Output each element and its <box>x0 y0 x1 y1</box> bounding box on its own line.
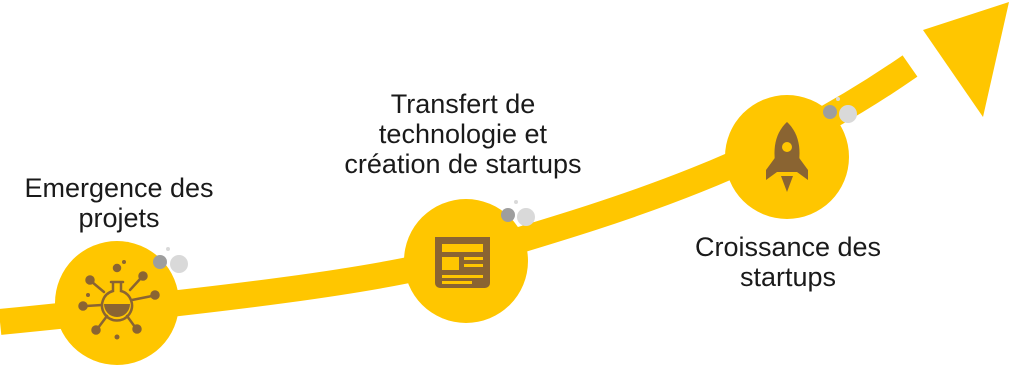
step-2-bubble-tiny <box>514 200 518 204</box>
step-1-bubble-tiny <box>166 247 170 251</box>
step-2-bubble-light <box>517 208 535 226</box>
arrow-head <box>923 2 1009 117</box>
step-2-node <box>404 199 535 323</box>
step-1-label-line-1: Emergence des <box>24 173 214 203</box>
molecule-flask-icon <box>78 260 160 340</box>
step-1-circle <box>55 241 179 365</box>
step-2-label-line-2: technologie et <box>378 119 548 149</box>
step-3-label: Croissance des startups <box>668 232 908 292</box>
step-2-bubble-dark <box>501 208 515 222</box>
step-1-node <box>55 241 188 365</box>
step-2-label-line-3: création de startups <box>344 149 582 179</box>
step-2-label-line-1: Transfert de <box>390 89 536 119</box>
step-1-label: Emergence des projets <box>0 173 238 233</box>
step-3-bubble-light <box>839 105 857 123</box>
step-3-bubble-tiny <box>836 97 840 101</box>
step-3-label-line-1: Croissance des <box>694 232 882 262</box>
newspaper-icon <box>435 237 490 288</box>
step-1-label-line-2: projets <box>78 203 160 233</box>
rocket-icon <box>766 122 808 192</box>
step-3-label-line-2: startups <box>739 262 837 292</box>
step-3-bubble-dark <box>823 105 837 119</box>
step-2-label: Transfert de technologie et création de … <box>308 89 618 179</box>
step-1-bubble-dark <box>153 255 167 269</box>
step-1-bubble-light <box>170 255 188 273</box>
step-3-node <box>725 95 857 219</box>
